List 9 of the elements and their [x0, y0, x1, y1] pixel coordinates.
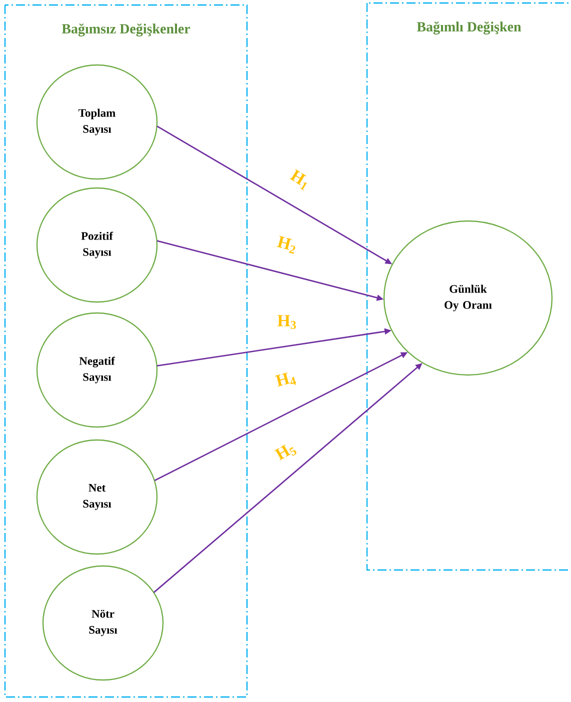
group-frame [4, 4, 248, 698]
hypothesis-label: H$_{1}$ [290, 169, 307, 190]
group-title: Bağımlı Değişken [416, 22, 522, 34]
group-frame [366, 2, 571, 571]
hypothesis-label: H$_{3}$ [277, 315, 296, 329]
hypothesis-label: H$_{5}$ [274, 444, 296, 460]
group-title: Bağımsız Değişkenler [62, 24, 190, 36]
hypothesis-label: H$_{4}$ [275, 372, 296, 387]
hypothesis-label: H$_{2}$ [276, 236, 296, 254]
